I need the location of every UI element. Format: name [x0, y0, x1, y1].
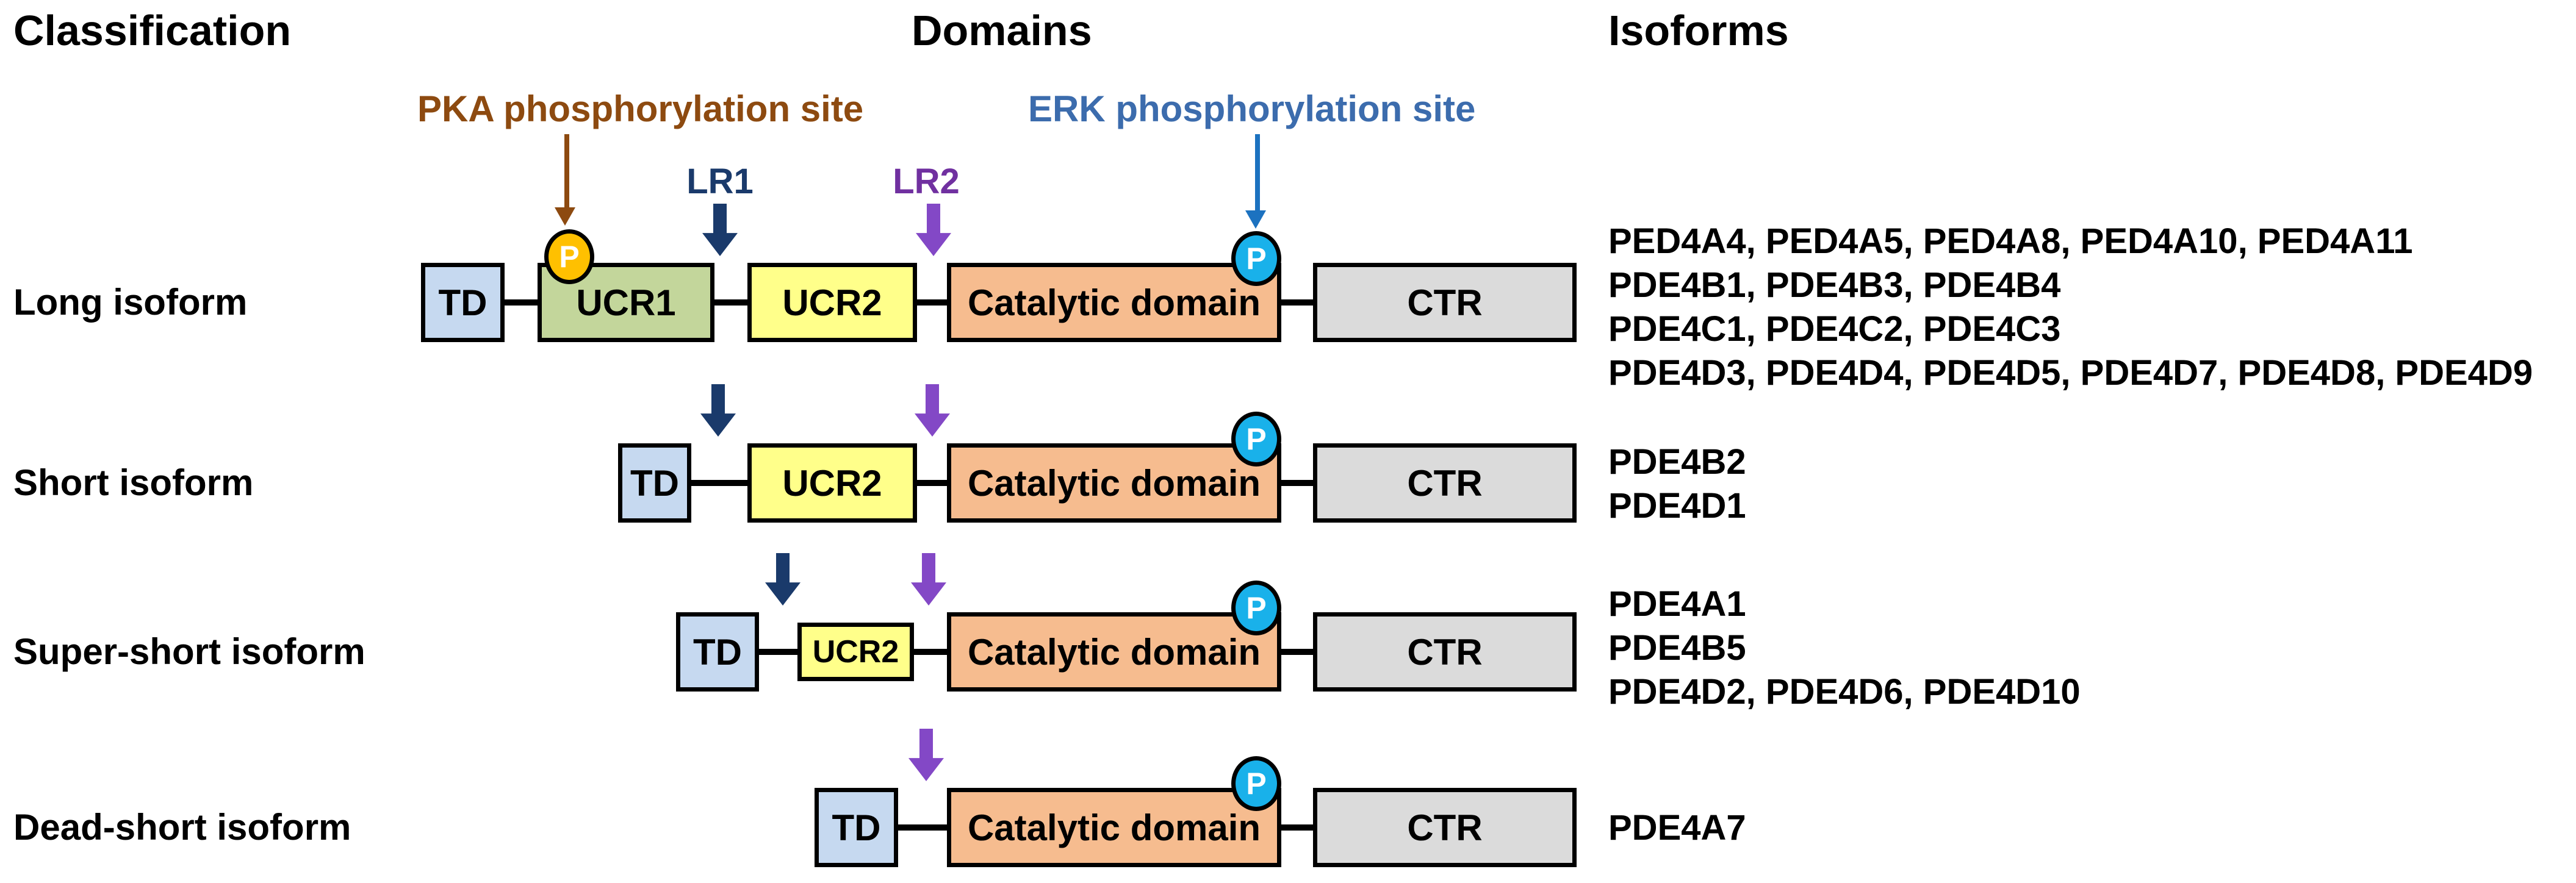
connector [687, 480, 752, 486]
header-classification: Classification [13, 7, 292, 54]
domain-box-catalytic-short: Catalytic domain [947, 443, 1281, 523]
erk-arrow-shaft-icon [1255, 134, 1260, 210]
isoform-line: PDE4D1 [1608, 486, 1746, 526]
lr2-label: LR2 [893, 162, 960, 201]
lr1-arrow-row3-icon [765, 553, 801, 606]
header-domains: Domains [912, 7, 1092, 54]
erk-site-marker-long: P [1231, 231, 1281, 286]
isoform-line: PDE4C1, PDE4C2, PDE4C3 [1608, 309, 2061, 349]
domain-box-ucr1-long: UCR1 [538, 263, 714, 342]
isoform-line: PDE4D2, PDE4D6, PDE4D10 [1608, 672, 2081, 712]
connector [500, 299, 542, 306]
domain-box-ucr2-long: UCR2 [747, 263, 917, 342]
pka-phosphorylation-site-label: PKA phosphorylation site [417, 88, 864, 129]
isoform-line: PDE4D3, PDE4D4, PDE4D5, PDE4D7, PDE4D8, … [1608, 353, 2533, 393]
connector [755, 649, 802, 655]
erk-phosphorylation-site-label: ERK phosphorylation site [1028, 88, 1476, 129]
domain-box-catalytic-dead-short: Catalytic domain [947, 788, 1281, 867]
domain-box-catalytic-long: Catalytic domain [947, 263, 1281, 342]
lr1-arrow-row1-icon [702, 204, 738, 256]
connector [1277, 824, 1318, 831]
connector [710, 299, 752, 306]
isoform-line: PDE4B2 [1608, 442, 1746, 482]
isoform-line: PED4A4, PED4A5, PED4A8, PED4A10, PED4A11 [1608, 221, 2413, 261]
isoform-line: PDE4B1, PDE4B3, PDE4B4 [1608, 265, 2061, 305]
isoform-line: PDE4B5 [1608, 628, 1746, 668]
domain-box-ucr2-super-short: UCR2 [797, 623, 914, 681]
header-isoforms: Isoforms [1608, 7, 1789, 54]
domain-box-ctr-super-short: CTR [1313, 612, 1577, 692]
connector [910, 649, 952, 655]
isoform-list-dead-short: PDE4A7 [1608, 806, 1746, 850]
isoform-list-short: PDE4B2 PDE4D1 [1608, 440, 1746, 528]
erk-site-marker-short: P [1231, 412, 1281, 467]
lr1-label: LR1 [686, 162, 754, 201]
pka-site-marker-long: P [544, 229, 594, 284]
erk-site-marker-super-short: P [1231, 581, 1281, 635]
domain-box-ctr-dead-short: CTR [1313, 788, 1577, 867]
lr2-arrow-row2-icon [915, 384, 950, 437]
lr2-arrow-row3-icon [911, 553, 946, 606]
erk-arrow-head-icon [1245, 210, 1266, 229]
isoform-line: PDE4A1 [1608, 584, 1746, 624]
pka-arrow-head-icon [555, 207, 575, 226]
row-label-super-short-isoform: Super-short isoform [13, 631, 365, 672]
lr2-arrow-row1-icon [916, 204, 951, 256]
row-label-dead-short-isoform: Dead-short isoform [13, 807, 351, 848]
isoform-list-super-short: PDE4A1 PDE4B5 PDE4D2, PDE4D6, PDE4D10 [1608, 582, 2081, 714]
connector [913, 299, 952, 306]
connector [1277, 299, 1318, 306]
domain-box-ctr-long: CTR [1313, 263, 1577, 342]
domain-box-td-super-short: TD [676, 612, 759, 692]
connector [894, 824, 952, 831]
domain-box-td-short: TD [618, 443, 691, 523]
domain-box-td-dead-short: TD [815, 788, 898, 867]
row-label-long-isoform: Long isoform [13, 282, 248, 323]
domain-box-catalytic-super-short: Catalytic domain [947, 612, 1281, 692]
domain-box-ctr-short: CTR [1313, 443, 1577, 523]
isoform-line: PDE4A7 [1608, 808, 1746, 848]
lr2-arrow-row4-icon [908, 729, 944, 781]
domain-box-td-long: TD [421, 263, 505, 342]
lr1-arrow-row2-icon [700, 384, 736, 437]
connector [1277, 649, 1318, 655]
domain-box-ucr2-short: UCR2 [747, 443, 917, 523]
connector [1277, 480, 1318, 486]
pka-arrow-shaft-icon [564, 134, 569, 207]
connector [913, 480, 952, 486]
row-label-short-isoform: Short isoform [13, 462, 254, 503]
isoform-list-long: PED4A4, PED4A5, PED4A8, PED4A10, PED4A11… [1608, 220, 2533, 395]
erk-site-marker-dead-short: P [1231, 756, 1281, 811]
